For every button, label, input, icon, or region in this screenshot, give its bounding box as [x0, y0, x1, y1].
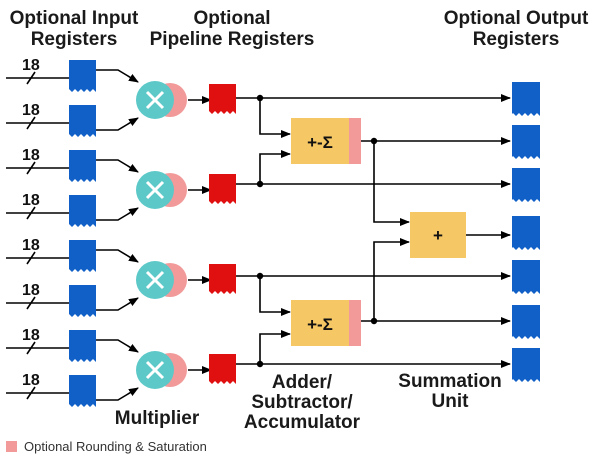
pipeline-register — [209, 174, 236, 204]
input-register — [69, 375, 96, 407]
multiplier — [136, 261, 187, 299]
multiplier — [136, 171, 187, 209]
output-register — [512, 348, 540, 382]
multiply-icon — [145, 90, 165, 110]
header-pipeline-registers: Optional Pipeline Registers — [150, 8, 315, 50]
input-register — [69, 195, 96, 227]
header-output-line1: Optional Output — [444, 8, 589, 29]
input-bus: 18 — [6, 327, 72, 355]
header-output-line2: Registers — [473, 29, 560, 50]
multiply-icon — [145, 180, 165, 200]
adder-output-wires — [361, 137, 511, 325]
input-buses: 18 18 18 18 18 18 18 — [6, 57, 72, 400]
adder-accumulators: +-Σ +-Σ — [291, 118, 361, 346]
input-register — [69, 105, 96, 137]
header-pipeline-line1: Optional — [193, 8, 270, 29]
summation-label: Summation Unit — [398, 371, 501, 412]
output-register — [512, 125, 540, 159]
bus-width-label: 18 — [22, 237, 40, 254]
bus-width-label: 18 — [22, 327, 40, 344]
multiplier-to-pipeline-wires — [188, 96, 212, 374]
multiplier — [136, 351, 187, 389]
bus-width-label: 18 — [22, 192, 40, 209]
summation-unit: + — [410, 212, 511, 258]
multiply-icon — [145, 270, 165, 290]
input-bus: 18 — [6, 237, 72, 265]
multiplier-label: Multiplier — [115, 408, 200, 429]
pipeline-output-wires — [236, 94, 511, 368]
header-output-registers: Optional Output Registers — [444, 8, 589, 50]
pipeline-register — [209, 264, 236, 294]
bus-width-label: 18 — [22, 102, 40, 119]
header-input-registers: Optional Input Registers — [10, 8, 139, 50]
summation-label-line2: Unit — [432, 391, 470, 412]
legend: Optional Rounding & Saturation — [6, 439, 207, 454]
pipeline-register — [209, 354, 236, 384]
input-register — [69, 285, 96, 317]
bus-width-label: 18 — [22, 372, 40, 389]
bus-width-label: 18 — [22, 282, 40, 299]
header-input-line1: Optional Input — [10, 8, 139, 29]
input-register — [69, 60, 96, 92]
input-bus: 18 — [6, 147, 72, 175]
output-register — [512, 260, 540, 294]
adder-label-line2: Subtractor/ — [251, 392, 353, 413]
input-register — [69, 330, 96, 362]
input-register — [69, 150, 96, 182]
pipeline-register — [209, 84, 236, 114]
pipeline-registers — [209, 84, 236, 384]
register-to-multiplier-wires — [96, 69, 139, 401]
input-bus: 18 — [6, 102, 72, 130]
output-register — [512, 305, 540, 339]
header-input-line2: Registers — [31, 29, 118, 50]
bus-width-label: 18 — [22, 147, 40, 164]
input-bus: 18 — [6, 372, 72, 400]
input-bus: 18 — [6, 57, 72, 85]
adder-op-label: +-Σ — [307, 133, 333, 152]
output-register — [512, 216, 540, 250]
input-bus: 18 — [6, 282, 72, 310]
header-pipeline-line2: Pipeline Registers — [150, 29, 315, 50]
adder-label-line1: Adder/ — [272, 372, 333, 393]
bus-width-label: 18 — [22, 57, 40, 74]
output-register — [512, 82, 540, 116]
input-bus: 18 — [6, 192, 72, 220]
adder-accumulator: +-Σ — [291, 118, 361, 164]
adder-op-label: +-Σ — [307, 315, 333, 334]
multiply-icon — [145, 360, 165, 380]
input-register — [69, 240, 96, 272]
input-registers — [69, 60, 96, 407]
summation-label-line1: Summation — [398, 371, 501, 392]
output-register — [512, 168, 540, 202]
adder-label: Adder/ Subtractor/ Accumulator — [244, 372, 361, 433]
summation-op-label: + — [433, 226, 443, 245]
legend-text: Optional Rounding & Saturation — [24, 439, 207, 454]
adder-label-line3: Accumulator — [244, 412, 361, 433]
adder-accumulator: +-Σ — [291, 300, 361, 346]
output-registers — [512, 82, 540, 382]
legend-swatch — [6, 441, 17, 452]
multiplier — [136, 81, 187, 119]
multipliers — [136, 81, 187, 389]
